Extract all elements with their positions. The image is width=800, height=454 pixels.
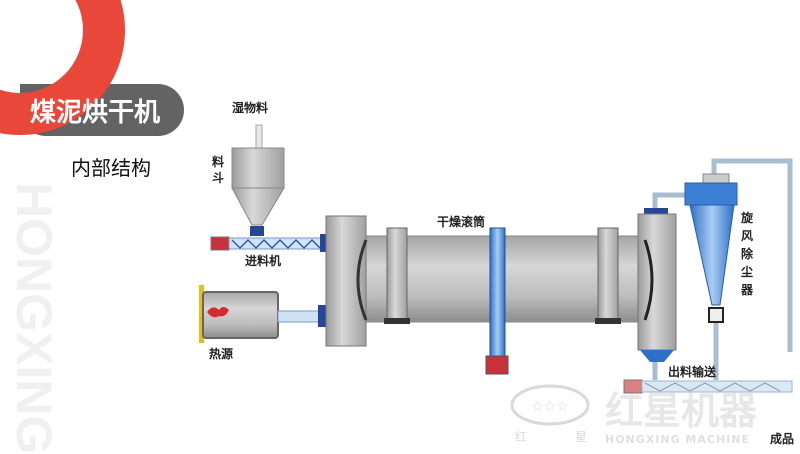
drying-drum	[325, 215, 646, 347]
label-discharge: 出料输送	[668, 364, 717, 379]
label-feeder: 进料机	[245, 253, 281, 268]
svg-text:HONGXING MACHINE: HONGXING MACHINE	[605, 433, 750, 446]
svg-text:红星机器: 红星机器	[605, 389, 758, 433]
label-cyclone-5: 器	[740, 283, 754, 297]
brand-watermark: ☆☆☆ 红星机器 红 星 HONGXING MACHINE	[510, 384, 758, 446]
page-subtitle: 内部结构	[71, 156, 151, 180]
label-hopper-1: 料	[212, 154, 224, 169]
screw-feeder	[210, 234, 326, 252]
label-drum: 干燥滚筒	[437, 214, 485, 229]
label-cyclone-1: 旋	[740, 210, 754, 225]
cyclone-separator	[684, 173, 738, 323]
page-title: 煤泥烘干机	[30, 98, 161, 128]
label-heat-source: 热源	[209, 346, 233, 361]
flame-icon	[207, 307, 229, 318]
label-product: 成品	[770, 431, 794, 446]
label-cyclone-4: 尘	[741, 264, 753, 279]
svg-text:红: 红	[515, 429, 527, 444]
red-ring-decoration	[0, 0, 125, 135]
heat-source	[199, 285, 326, 343]
discharge-conveyor	[623, 379, 793, 394]
hopper	[231, 124, 285, 236]
label-hopper-2: 斗	[212, 171, 224, 185]
label-cyclone-2: 风	[741, 229, 753, 243]
outlet-head	[637, 208, 677, 362]
stars-icon: ☆☆☆	[531, 399, 569, 415]
vertical-watermark: HONGXING	[6, 182, 62, 454]
label-wet-material: 湿物料	[232, 100, 268, 115]
svg-text:星: 星	[575, 430, 587, 444]
blue-pipe	[485, 227, 509, 375]
label-cyclone-3: 除	[741, 246, 754, 261]
